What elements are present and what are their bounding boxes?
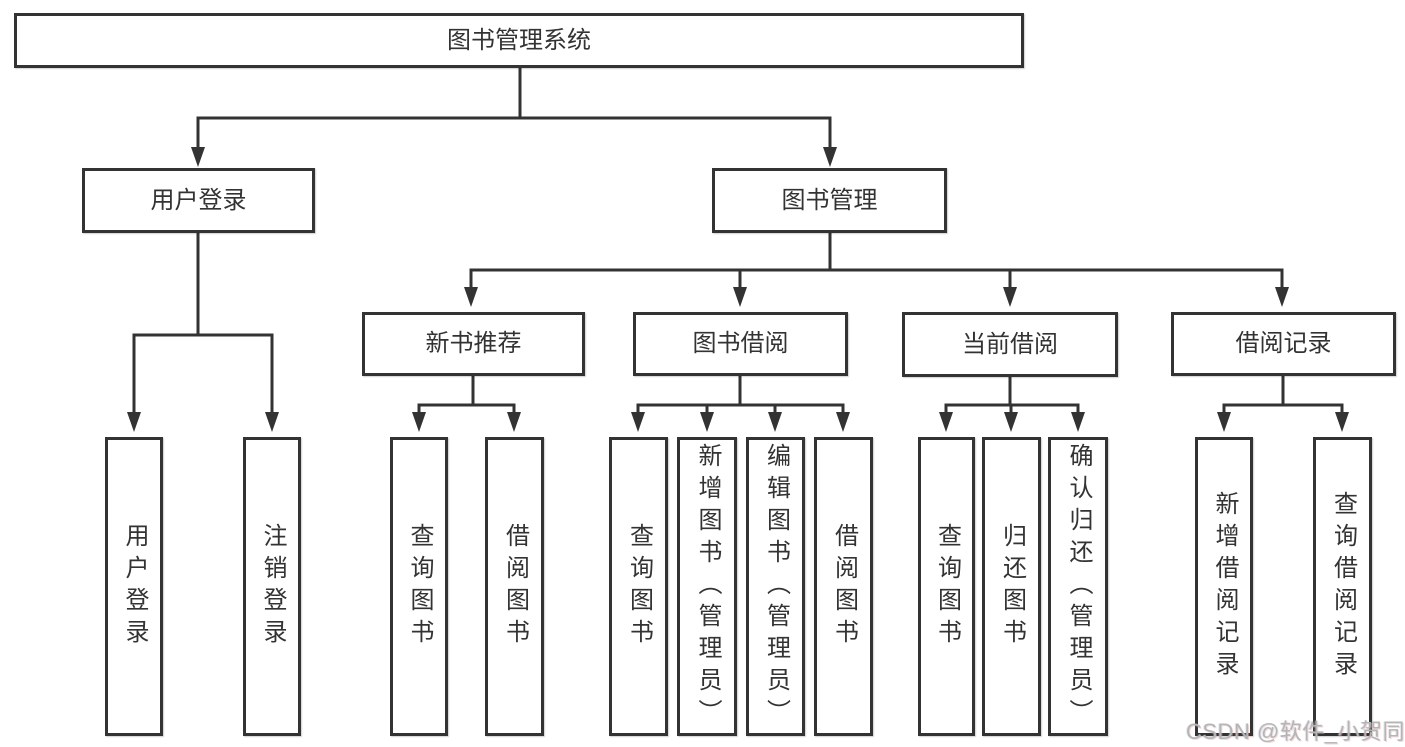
leaf-borrow-books-recommend-label: 借阅图书 — [501, 522, 529, 651]
leaf-borrow-books-recommend: 借阅图书 — [485, 437, 544, 736]
leaf-add-books-admin: 新增图书（管理员） — [677, 437, 737, 736]
leaf-query-books-current-label: 查询图书 — [933, 522, 961, 651]
node-book-management: 图书管理 — [712, 168, 947, 233]
leaf-add-borrow-record-label: 新增借阅记录 — [1211, 490, 1238, 683]
node-root: 图书管理系统 — [14, 13, 1024, 68]
node-book-borrowing-label: 图书借阅 — [692, 330, 789, 357]
node-current-borrowing-label: 当前借阅 — [962, 330, 1058, 358]
leaf-add-borrow-record: 新增借阅记录 — [1195, 437, 1253, 736]
leaf-edit-books-admin: 编辑图书（管理员） — [746, 437, 805, 736]
leaf-confirm-return-admin-label: 确认归还（管理员） — [1065, 442, 1092, 731]
leaf-query-borrow-record: 查询借阅记录 — [1313, 437, 1372, 736]
leaf-return-books: 归还图书 — [982, 437, 1041, 736]
node-user-login: 用户登录 — [82, 168, 315, 233]
node-borrowing-records-label: 借阅记录 — [1235, 330, 1332, 357]
leaf-query-borrow-record-label: 查询借阅记录 — [1329, 490, 1357, 683]
leaf-query-books-borrowing-label: 查询图书 — [625, 522, 653, 651]
csdn-watermark: CSDN @软件_小贺同学 — [1186, 719, 1405, 744]
leaf-add-books-admin-label: 新增图书（管理员） — [694, 442, 721, 731]
leaf-user-login: 用户登录 — [105, 437, 163, 736]
node-book-management-label: 图书管理 — [781, 186, 878, 214]
leaf-confirm-return-admin: 确认归还（管理员） — [1048, 437, 1108, 736]
leaf-query-books-recommend: 查询图书 — [390, 437, 448, 736]
leaf-query-books-recommend-label: 查询图书 — [406, 522, 433, 651]
node-new-book-recommend: 新书推荐 — [362, 312, 585, 376]
node-root-label: 图书管理系统 — [447, 26, 591, 54]
node-current-borrowing: 当前借阅 — [902, 312, 1118, 377]
node-user-login-label: 用户登录 — [150, 186, 247, 214]
node-book-borrowing: 图书借阅 — [633, 312, 848, 376]
leaf-borrow-books-label: 借阅图书 — [830, 522, 858, 651]
node-borrowing-records: 借阅记录 — [1171, 312, 1396, 376]
leaf-logout-label: 注销登录 — [259, 522, 286, 651]
leaf-borrow-books: 借阅图书 — [814, 437, 873, 736]
leaf-query-books-borrowing: 查询图书 — [609, 437, 668, 736]
leaf-query-books-current: 查询图书 — [918, 437, 975, 736]
leaf-edit-books-admin-label: 编辑图书（管理员） — [762, 442, 790, 731]
leaf-user-login-label: 用户登录 — [121, 522, 148, 651]
leaf-logout: 注销登录 — [243, 437, 301, 736]
leaf-return-books-label: 归还图书 — [998, 522, 1026, 651]
node-new-book-recommend-label: 新书推荐 — [425, 330, 522, 357]
